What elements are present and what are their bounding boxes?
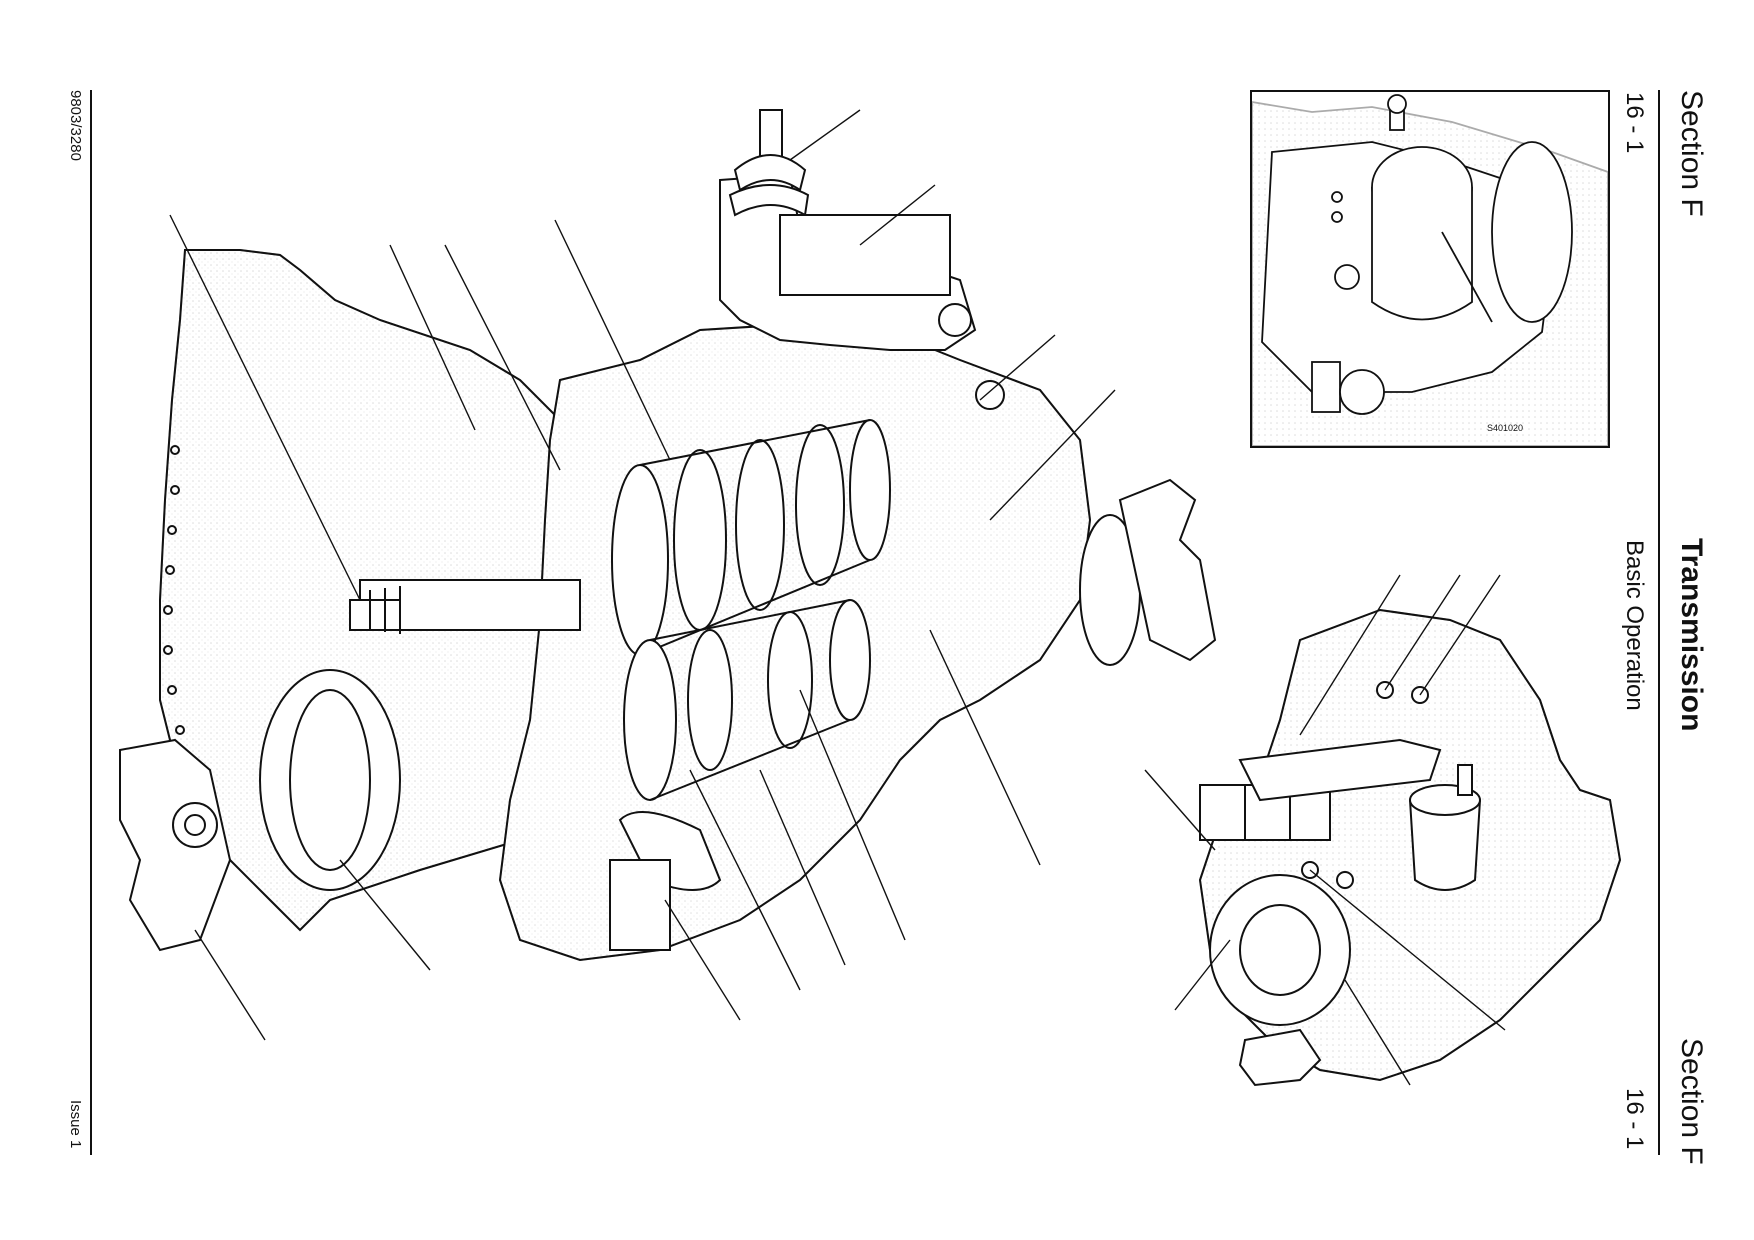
inset-figure-code: S401020 — [1487, 423, 1524, 433]
inset-detail-frame — [1250, 90, 1610, 448]
inset-filter-illustration — [1252, 94, 1608, 446]
header-rule — [1658, 90, 1660, 1155]
footer-rule — [90, 90, 92, 1155]
